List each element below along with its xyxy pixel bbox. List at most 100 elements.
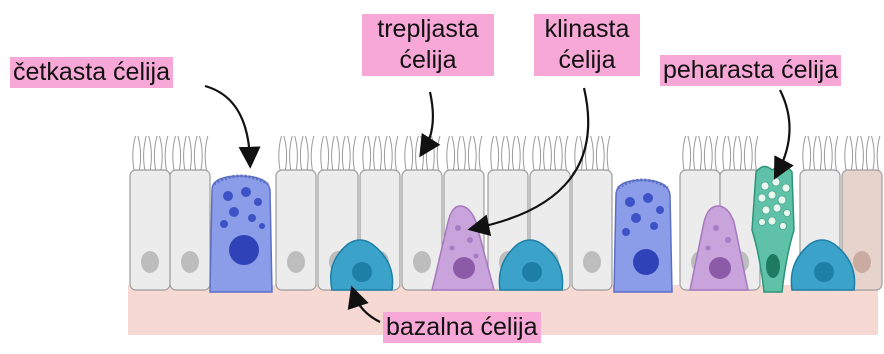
cilium <box>607 136 610 170</box>
cell-nucleus <box>287 251 305 273</box>
cilium <box>447 136 450 170</box>
cilium <box>683 136 686 170</box>
cilium <box>184 136 187 170</box>
cilium <box>200 136 203 170</box>
arrow-cetkasta <box>205 86 250 160</box>
cilium <box>306 136 309 170</box>
label-klinasta-line1: klinasta <box>537 14 637 45</box>
cilium <box>830 136 833 170</box>
cilium <box>410 136 413 170</box>
cilium <box>872 136 875 170</box>
cilium <box>138 136 141 170</box>
label-cetkasta-celija: četkasta ćelija <box>10 57 173 88</box>
cilium <box>518 136 521 170</box>
cilium <box>710 136 713 170</box>
cilium <box>173 136 176 170</box>
cilium <box>554 136 557 170</box>
cilium <box>739 136 742 170</box>
cilium <box>715 136 718 170</box>
cilium <box>835 136 838 170</box>
brush-cell <box>210 176 272 292</box>
cilium <box>437 136 440 170</box>
label-trepljasta-line2: ćelija <box>365 45 491 76</box>
cilium <box>311 136 314 170</box>
cilium <box>295 136 298 170</box>
label-klinasta-celija: klinasta ćelija <box>534 14 640 76</box>
label-trepljasta-celija: trepljasta ćelija <box>362 14 494 76</box>
cilium <box>468 136 471 170</box>
cilium <box>877 136 880 170</box>
cilium <box>332 136 335 170</box>
cilium <box>580 136 583 170</box>
cilium <box>750 136 753 170</box>
cilium <box>694 136 697 170</box>
cilium <box>205 136 208 170</box>
cilium <box>421 136 424 170</box>
cilium <box>845 136 848 170</box>
cilium <box>544 136 547 170</box>
cilia <box>133 136 880 170</box>
arrow-peharasta <box>778 90 790 172</box>
cilium <box>463 136 466 170</box>
cilium <box>189 136 192 170</box>
cilium <box>326 136 329 170</box>
cilium <box>416 136 419 170</box>
cilium <box>538 136 541 170</box>
cilium <box>290 136 293 170</box>
cilium <box>353 136 356 170</box>
cilium <box>149 136 152 170</box>
label-bazalna-celija: bazalna ćelija <box>383 312 541 343</box>
cilium <box>704 136 707 170</box>
cilium <box>688 136 691 170</box>
cilium <box>808 136 811 170</box>
cilium <box>866 136 869 170</box>
cilium <box>194 136 197 170</box>
cilium <box>432 136 435 170</box>
cilium <box>512 136 515 170</box>
cilium <box>591 136 594 170</box>
cilium <box>384 136 387 170</box>
cilium <box>560 136 563 170</box>
cilium <box>379 136 382 170</box>
label-trepljasta-line1: trepljasta <box>365 14 491 45</box>
cilium <box>474 136 477 170</box>
cilium <box>850 136 853 170</box>
cilium <box>479 136 482 170</box>
cilium <box>300 136 303 170</box>
cilium <box>502 136 505 170</box>
cilium <box>533 136 536 170</box>
cilium <box>458 136 461 170</box>
label-peharasta-celija: peharasta ćelija <box>660 55 841 86</box>
cilium <box>723 136 726 170</box>
cilium <box>405 136 408 170</box>
cell-nucleus <box>583 251 601 273</box>
cilium <box>491 136 494 170</box>
cilium <box>374 136 377 170</box>
cilium <box>814 136 817 170</box>
cilium <box>728 136 731 170</box>
cilium <box>390 136 393 170</box>
cilium <box>279 136 282 170</box>
cilium <box>861 136 864 170</box>
cilium <box>602 136 605 170</box>
cilium <box>755 136 758 170</box>
cilium <box>133 136 136 170</box>
cilium <box>819 136 822 170</box>
cell-nucleus <box>181 251 199 273</box>
cilium <box>565 136 568 170</box>
cilium <box>165 136 168 170</box>
cilium <box>452 136 455 170</box>
cilium <box>154 136 157 170</box>
cilium <box>368 136 371 170</box>
cilium <box>549 136 552 170</box>
cilium <box>507 136 510 170</box>
cilium <box>321 136 324 170</box>
cell-nucleus <box>853 251 871 273</box>
label-klinasta-line2: ćelija <box>537 45 637 76</box>
cell-nucleus <box>141 251 159 273</box>
cilium <box>803 136 806 170</box>
cilium <box>699 136 702 170</box>
cilium <box>856 136 859 170</box>
cilium <box>144 136 147 170</box>
cilium <box>337 136 340 170</box>
